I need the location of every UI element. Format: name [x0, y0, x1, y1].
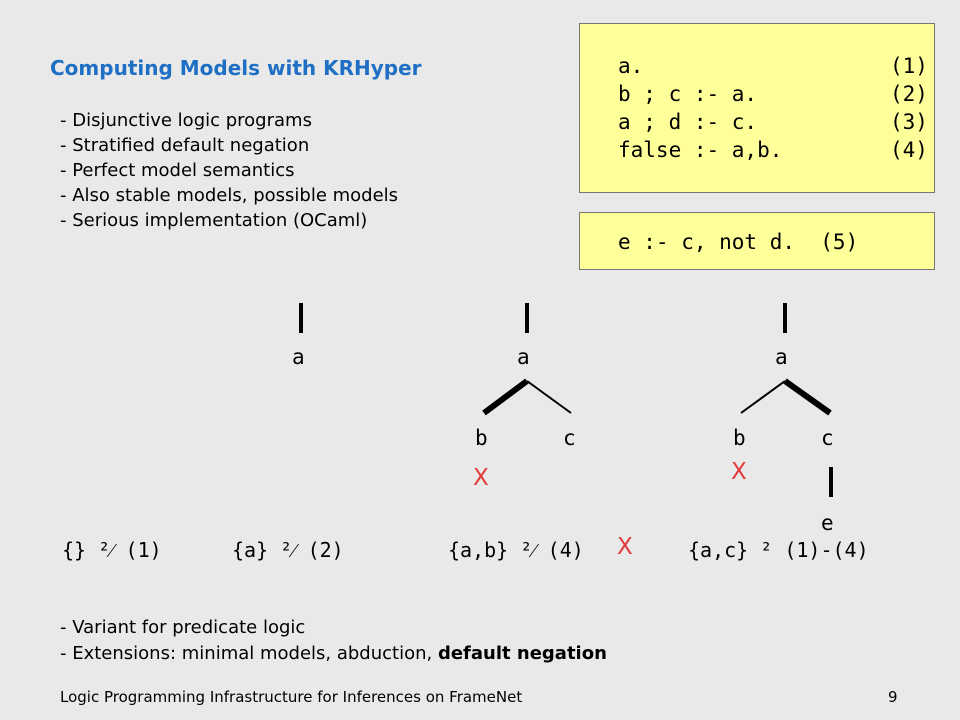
rule-text: a. — [618, 54, 644, 78]
tree3-child-node: e — [821, 511, 834, 535]
page-number: 9 — [888, 688, 898, 706]
tree2-left-node: b — [475, 426, 488, 450]
extensions-list: - Variant for predicate logic - Extensio… — [60, 615, 607, 667]
tree2-root: a — [517, 345, 530, 369]
list-item: - Disjunctive logic programs — [60, 110, 312, 131]
closed-branch-mark: X — [473, 465, 489, 491]
tree3-right-branch — [783, 378, 832, 416]
list-item-text: - Extensions: minimal models, abduction, — [60, 643, 438, 664]
feature-list: - Disjunctive logic programs - Stratifie… — [60, 108, 398, 233]
rule-number: (3) — [890, 110, 928, 134]
closed-branch-mark: X — [731, 459, 747, 485]
tree2-right-branch — [526, 380, 572, 414]
rule-text: a ; d :- c. — [618, 110, 758, 134]
tree2-right-node: c — [563, 426, 576, 450]
tree3-left-branch — [740, 380, 786, 414]
list-item-text: - Variant for predicate logic — [60, 617, 306, 638]
model-step: {} ²⁄ (1) — [62, 538, 162, 562]
tree2-left-branch — [482, 378, 529, 416]
tree3-right-node: c — [821, 426, 834, 450]
tree1-root: a — [292, 345, 305, 369]
rule-number: (4) — [890, 138, 928, 162]
model-step: {a} ²⁄ (2) — [232, 538, 344, 562]
model-step: {a,c} ² (1)-(4) — [688, 538, 869, 562]
model-step: {a,b} ²⁄ (4) — [448, 538, 584, 562]
footer-text: Logic Programming Infrastructure for Inf… — [60, 688, 523, 706]
list-item-emphasis: default negation — [437, 643, 607, 664]
rule-row: false :- a,b. (4) — [618, 138, 928, 162]
slide-title: Computing Models with KRHyper — [50, 56, 422, 80]
rule-text: false :- a,b. — [618, 138, 783, 162]
list-item: - Stratified default negation — [60, 135, 310, 156]
rule-text: b ; c :- a. — [618, 82, 758, 106]
rule-row: b ; c :- a. (2) — [618, 82, 928, 106]
rule-row: a ; d :- c. (3) — [618, 110, 928, 134]
list-item: - Serious implementation (OCaml) — [60, 210, 368, 231]
list-item: - Extensions: minimal models, abduction,… — [60, 641, 607, 667]
rules-box: a. (1) b ; c :- a. (2) a ; d :- c. (3) fals… — [579, 23, 935, 193]
list-item: - Perfect model semantics — [60, 160, 295, 181]
rule-number: (2) — [890, 82, 928, 106]
tree3-root: a — [775, 345, 788, 369]
list-item: - Variant for predicate logic — [60, 615, 607, 641]
list-item: - Also stable models, possible models — [60, 185, 399, 206]
rule-row: a. (1) — [618, 54, 928, 78]
rule5-box: e :- c, not d. (5) — [579, 212, 935, 270]
tree3-left-node: b — [733, 426, 746, 450]
closed-branch-mark: X — [617, 534, 633, 560]
rule-number: (1) — [890, 54, 928, 78]
rule-row: e :- c, not d. (5) — [618, 230, 859, 254]
